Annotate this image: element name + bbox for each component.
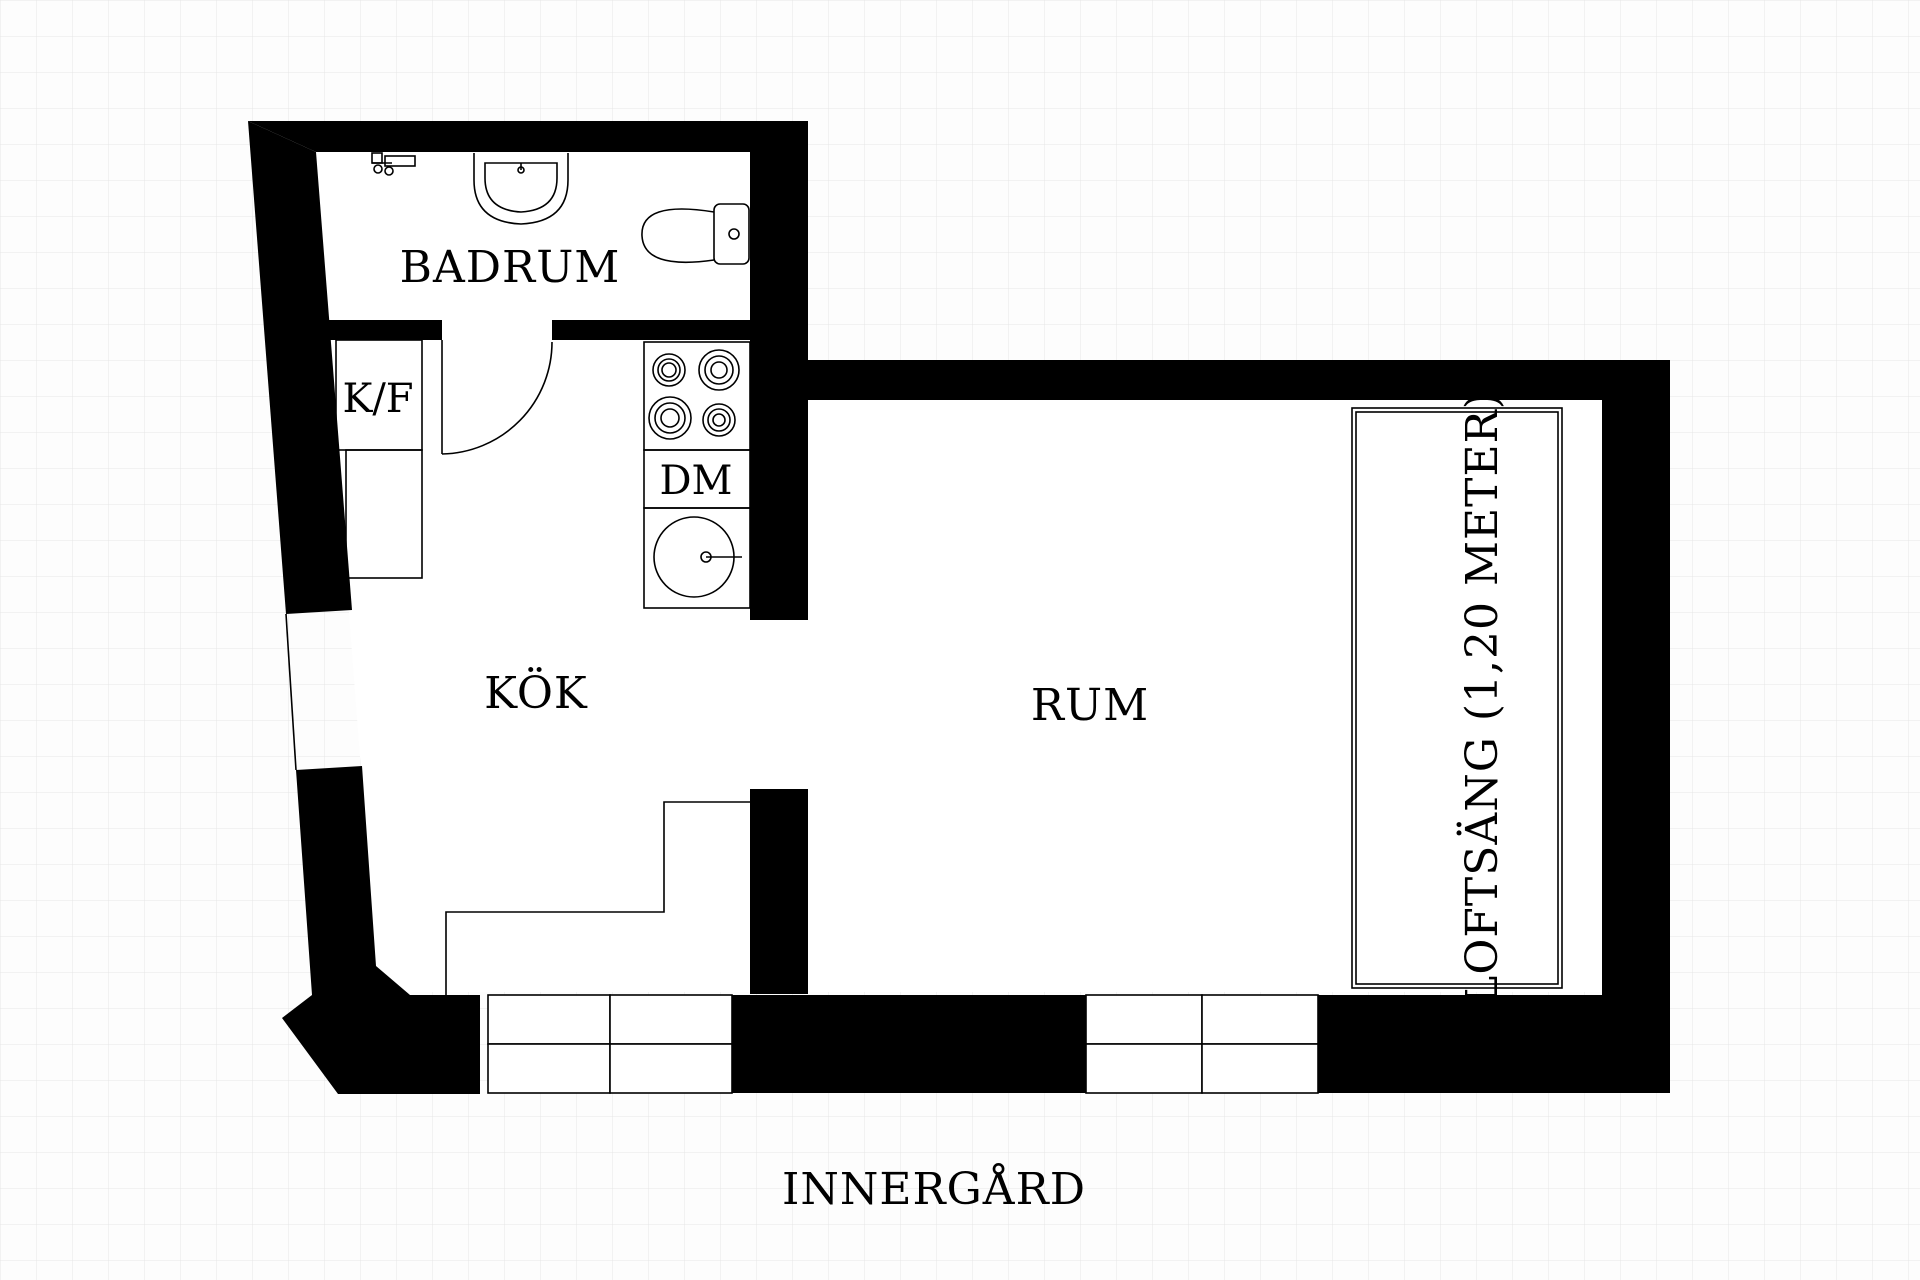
counter-lower: [445, 801, 750, 995]
window-icon: [487, 994, 733, 1094]
wall-left-lower: [282, 766, 480, 1094]
wall-right-rum: [1602, 360, 1670, 1093]
loft-bed: [1351, 407, 1563, 989]
fridge-freezer-label: K/F: [342, 376, 413, 422]
wall-bath-bottom-right: [552, 320, 752, 340]
door-swing-icon: [441, 340, 553, 455]
dishwasher-label: DM: [659, 458, 732, 504]
courtyard-label: INNERGÅRD: [782, 1162, 1086, 1215]
wall-bath-bottom-left: [326, 320, 442, 340]
window-icon: [1085, 994, 1319, 1094]
room-label: RUM: [1031, 680, 1149, 731]
windows: [285, 613, 1319, 1094]
shower-tap-icon: [371, 152, 416, 176]
wall-bath-right: [750, 121, 808, 361]
stove-icon: [643, 341, 751, 451]
kitchen-sink-icon: [643, 507, 751, 609]
wall-top-bathroom: [248, 121, 808, 152]
counter-left: [345, 449, 423, 579]
wall-bottom-segment-2: [1318, 995, 1670, 1093]
washbasin-icon: [473, 153, 569, 225]
window-left-line: [285, 613, 297, 771]
loft-bed-label: LOFTSÄNG (1,20 METER): [1455, 391, 1508, 1005]
walls: [248, 121, 1670, 1094]
wall-kitchen-rum-lower: [750, 789, 808, 994]
wall-bottom-segment-1: [732, 995, 1086, 1093]
wall-top-rum: [750, 360, 1670, 400]
kitchen-fixtures: [335, 339, 751, 995]
bathroom-label: BADRUM: [400, 242, 621, 293]
toilet-icon: [641, 203, 750, 265]
wall-left-upper: [248, 121, 352, 614]
kitchen-label: KÖK: [484, 666, 588, 719]
bathroom-fixtures: [371, 152, 750, 265]
